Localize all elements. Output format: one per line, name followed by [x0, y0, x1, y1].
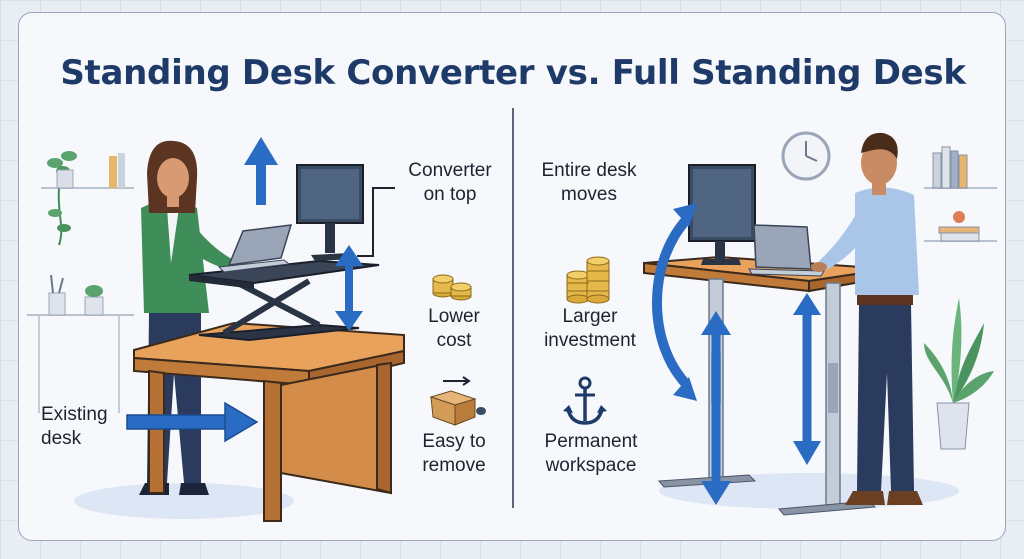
- larger-investment-label: Larger investment: [544, 306, 636, 351]
- coins-stack-icon: [566, 256, 610, 304]
- up-arrow-icon: [244, 137, 278, 205]
- clock-icon: [781, 131, 831, 181]
- man-figure: [811, 132, 923, 505]
- lower-cost-label: Lower cost: [428, 306, 480, 351]
- entire-desk-moves-label: Entire desk moves: [541, 160, 637, 205]
- converter-height-arrow-icon: [335, 245, 363, 331]
- anchor-icon: [563, 376, 607, 425]
- whole-desk-curved-arrow-icon: [652, 203, 697, 401]
- left-side-table: [27, 274, 134, 413]
- converter-label: Converter on top: [408, 160, 492, 205]
- plant-icon: [924, 298, 994, 450]
- books-icon: [924, 146, 997, 242]
- easy-remove-label: Easy to remove: [422, 431, 486, 476]
- desk-converter: [188, 164, 380, 342]
- coins-icon: [432, 274, 472, 301]
- panel-divider: [512, 108, 514, 508]
- page-title: Standing Desk Converter vs. Full Standin…: [60, 53, 966, 93]
- existing-desk: [133, 321, 405, 522]
- converter-callout-line: [357, 187, 395, 257]
- infographic-card: Standing Desk Converter vs. Full Standin…: [18, 12, 1006, 541]
- box-icon: [429, 376, 486, 426]
- left-shelf-plant: [41, 151, 134, 246]
- existing-desk-label: Existing desk: [41, 404, 108, 449]
- left-leg-height-arrow-icon: [701, 311, 731, 505]
- illustration: [27, 131, 997, 522]
- right-leg-height-arrow-icon: [793, 293, 821, 465]
- permanent-workspace-label: Permanent workspace: [544, 431, 638, 476]
- existing-desk-arrow-icon: [126, 401, 259, 443]
